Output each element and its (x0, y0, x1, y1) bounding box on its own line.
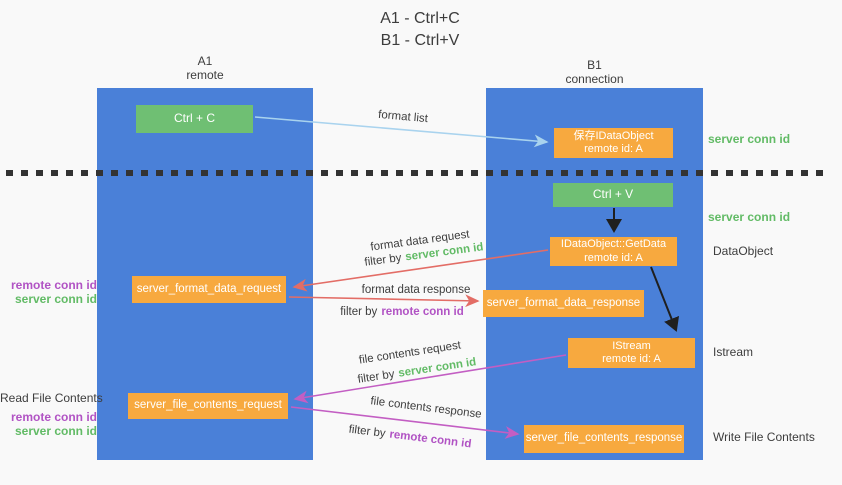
lane-a1-subtitle: remote (186, 68, 224, 82)
lane-header-a1: A1 remote (97, 54, 313, 82)
ctrl-c-label: Ctrl + C (173, 111, 215, 126)
server-conn-id-label-bottom-left: server conn id (14, 424, 97, 438)
istream-box: IStream remote id: A (568, 338, 695, 368)
server-file-contents-response-label: server_file_contents_response (525, 432, 683, 445)
server-conn-id-label-mid-right: server conn id (708, 210, 791, 224)
format-list-text: format list (377, 108, 429, 126)
filter-by-text: filter by (356, 368, 396, 386)
format-list-label: format list (378, 109, 429, 125)
server-file-contents-request-box: server_file_contents_request (128, 393, 288, 419)
file-contents-response-text: file contents response (369, 395, 483, 421)
istream-line2: remote id: A (602, 353, 661, 365)
filter-by-text: filter by (340, 306, 378, 318)
ctrl-c-box: Ctrl + C (136, 105, 253, 133)
remote-conn-id-label-mid-left: remote conn id (10, 278, 97, 292)
server-format-data-response-label: server_format_data_response (486, 296, 641, 309)
save-dataobject-line2: remote id: A (584, 143, 643, 155)
getdata-line2: remote id: A (584, 251, 643, 264)
server-conn-id-label-mid-left: server conn id (14, 292, 97, 306)
lane-a1-name: A1 (197, 54, 213, 68)
diagram-title: A1 - Ctrl+C B1 - Ctrl+V (320, 8, 520, 52)
filter-by-text: filter by (363, 252, 403, 269)
istream-side-label: Istream (713, 345, 754, 359)
format-data-response-label: format data response (362, 284, 471, 296)
getdata-box: IDataObject::GetData remote id: A (550, 237, 677, 266)
filter-by-text: filter by (347, 423, 387, 440)
server-file-contents-response-box: server_file_contents_response (524, 425, 684, 453)
server-conn-id-label-top-right: server conn id (708, 132, 791, 146)
server-conn-id-key: server conn id (397, 356, 478, 380)
remote-conn-id-label-bottom-left: remote conn id (10, 410, 97, 424)
format-data-response-text: format data response (361, 284, 471, 296)
arrow-format-data-response (288, 294, 480, 308)
dotted-divider-line (6, 170, 828, 176)
server-format-data-request-label: server_format_data_request (136, 282, 282, 295)
istream-line1: IStream (612, 339, 651, 352)
save-dataobject-line1: 保存IDataObject (573, 129, 654, 142)
lane-header-b1: B1 connection (486, 58, 703, 86)
ctrl-v-label: Ctrl + V (592, 187, 634, 202)
remote-conn-id-key: remote conn id (381, 306, 464, 318)
getdata-line1: IDataObject::GetData (560, 238, 667, 250)
server-file-contents-request-label: server_file_contents_request (134, 399, 282, 412)
dataobject-label: DataObject (713, 244, 774, 258)
remote-conn-id-key: remote conn id (388, 428, 473, 451)
format-data-response-filter-label: filter by remote conn id (340, 306, 464, 318)
lane-b1-name: B1 (587, 58, 602, 72)
server-format-data-response-box: server_format_data_response (483, 290, 644, 317)
save-dataobject-box: 保存IDataObject remote id: A (554, 128, 673, 158)
title-line-2: B1 - Ctrl+V (380, 32, 460, 49)
write-file-contents-label: Write File Contents (713, 430, 815, 444)
file-contents-response-label: file contents response (370, 395, 483, 421)
lane-b1-subtitle: connection (565, 72, 624, 86)
title-line-1: A1 - Ctrl+C (380, 10, 460, 27)
file-contents-response-filter-label: filter by remote conn id (348, 424, 472, 451)
read-file-contents-label: Read File Contents (0, 391, 103, 405)
server-format-data-request-box: server_format_data_request (132, 276, 286, 303)
ctrl-v-box: Ctrl + V (553, 183, 673, 207)
